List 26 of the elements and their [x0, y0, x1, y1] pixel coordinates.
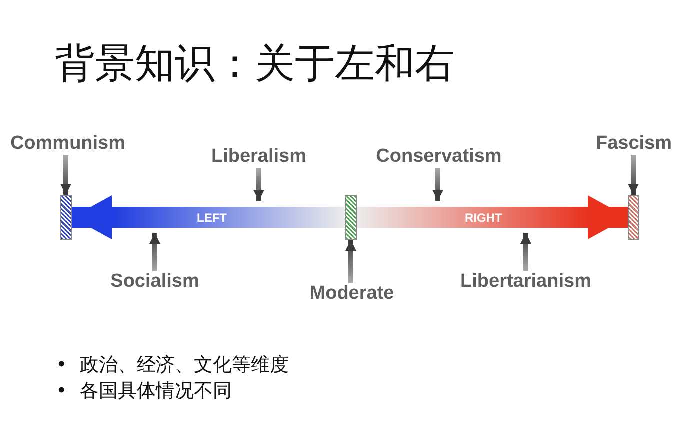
pointer-arrow: [628, 155, 639, 195]
term-label: Fascism: [584, 133, 684, 155]
hatched-marker: [60, 195, 72, 240]
term-label: Liberalism: [199, 146, 319, 168]
term-label: Socialism: [95, 271, 215, 293]
bullet-marker: •: [56, 379, 68, 404]
pointer-arrow: [60, 155, 72, 195]
hatched-marker: [628, 195, 639, 240]
term-label: Communism: [3, 133, 133, 155]
term-label: Moderate: [292, 283, 412, 305]
title: 背景知识：关于左和右: [55, 40, 455, 88]
term-label: Conservatism: [364, 146, 514, 168]
pointer-arrow: [150, 233, 160, 271]
edge-label: LEFT: [197, 211, 227, 225]
spectrum-arrow: [357, 196, 628, 240]
pointer-arrow: [346, 240, 356, 283]
hatched-marker: [345, 195, 357, 240]
bullet-note: 各国具体情况不同: [80, 379, 232, 404]
spectrum-arrow: [72, 196, 345, 240]
pointer-arrow: [432, 168, 444, 201]
term-label: Libertarianism: [441, 271, 611, 293]
bullet-marker: •: [56, 353, 68, 378]
pointer-arrow: [254, 168, 264, 201]
edge-label: RIGHT: [465, 211, 502, 225]
pointer-arrow: [520, 233, 532, 271]
bullet-note: 政治、经济、文化等维度: [80, 353, 289, 378]
